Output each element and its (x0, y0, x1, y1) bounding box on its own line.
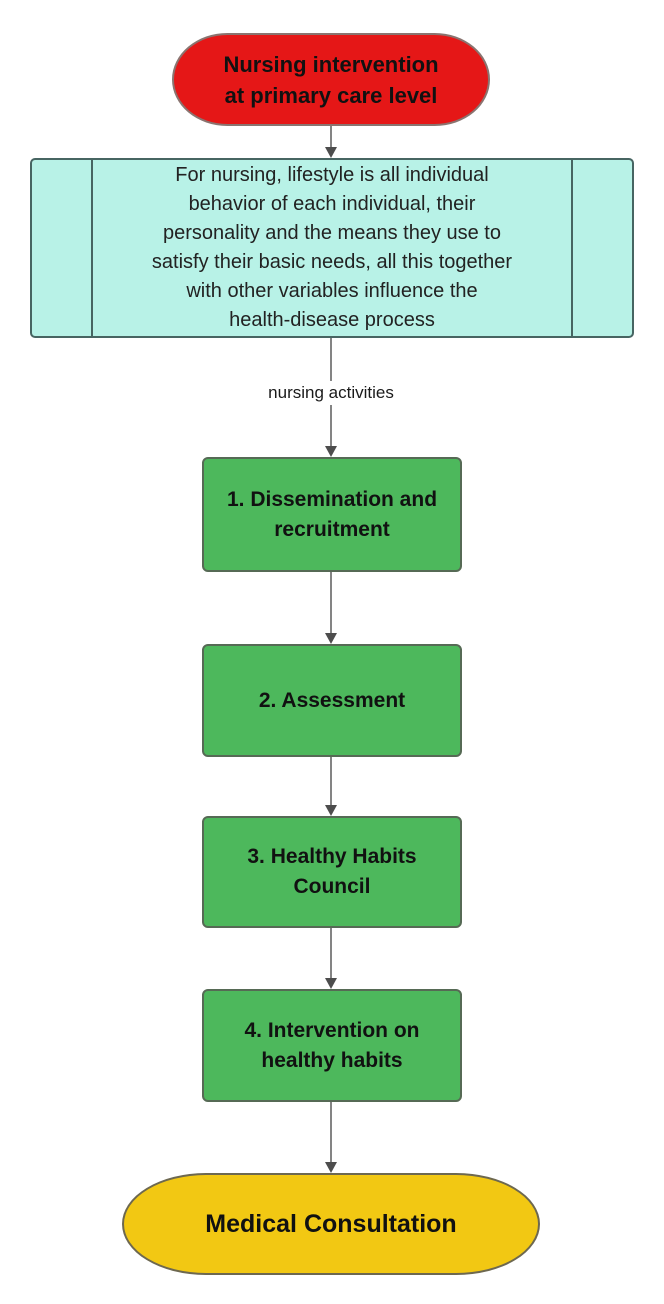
connector-line (330, 126, 332, 148)
connector-line (330, 928, 332, 979)
connector-arrow-3 (325, 572, 337, 644)
end-node-medical-consultation: Medical Consultation (122, 1173, 540, 1275)
connector-arrow-6 (325, 1102, 337, 1173)
arrowhead-icon (325, 446, 337, 457)
step-node-intervention-healthy-habits: 4. Intervention on healthy habits (202, 989, 462, 1102)
step-node-assessment: 2. Assessment (202, 644, 462, 757)
step-node-healthy-habits-council: 3. Healthy Habits Council (202, 816, 462, 928)
step-node-dissemination-recruitment: 1. Dissemination and recruitment (202, 457, 462, 572)
definition-text: For nursing, lifestyle is all individual… (151, 164, 513, 331)
connector-arrow-1 (325, 126, 337, 158)
connector-line (330, 572, 332, 634)
connector-arrow-5 (325, 928, 337, 989)
arrowhead-icon (325, 978, 337, 989)
arrowhead-icon (325, 147, 337, 158)
predefined-process-left-bar (91, 160, 93, 336)
arrowhead-icon (325, 633, 337, 644)
connector-line (330, 757, 332, 806)
start-node-nursing-intervention: Nursing intervention at primary care lev… (172, 33, 490, 126)
predefined-process-node-lifestyle-definition: For nursing, lifestyle is all individual… (30, 158, 634, 338)
edge-label-nursing-activities: nursing activities (263, 381, 399, 405)
connector-arrow-4 (325, 757, 337, 816)
arrowhead-icon (325, 1162, 337, 1173)
arrowhead-icon (325, 805, 337, 816)
predefined-process-right-bar (571, 160, 573, 336)
connector-line (330, 1102, 332, 1163)
